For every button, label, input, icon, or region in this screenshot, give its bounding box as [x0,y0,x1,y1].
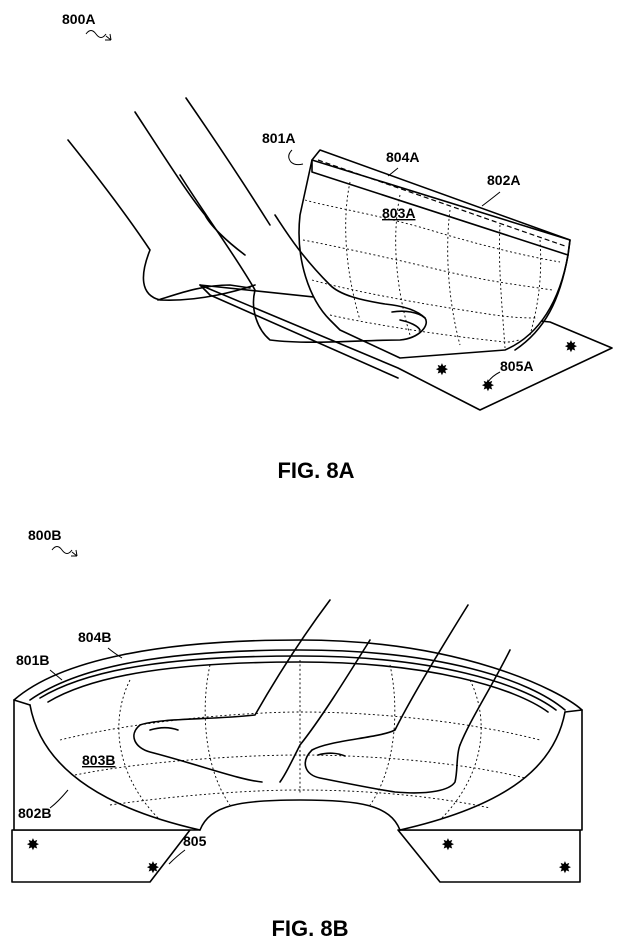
bowl-corners [13,699,583,713]
leader-801b [49,669,63,681]
svg-text:✸: ✸ [435,362,448,379]
label-804b: 804B [78,629,111,645]
cradle-outer-edge [514,254,569,351]
ref-800a: 800A [62,11,95,27]
star-icons-805a: ✸ ✸ ✸ [435,339,577,395]
svg-text:✸: ✸ [558,860,571,877]
bowl-inner-left [29,704,201,831]
strip-804a [317,159,566,247]
ref-800a-arrow [105,33,112,41]
label-804a: 804A [386,149,419,165]
label-803b: 803B [82,752,115,768]
label-801a: 801A [262,130,295,146]
caption-fig-8a: FIG. 8A [277,458,354,483]
ref-800b: 800B [28,527,61,543]
label-802a: 802A [487,172,520,188]
leader-804b [107,647,123,659]
rim-band-801b [29,649,566,711]
leader-805 [168,849,186,865]
bowl-body-802b [13,639,583,831]
figure-8a: 800A [62,11,613,483]
ref-800b-squiggle [51,546,73,554]
svg-text:✸: ✸ [481,378,494,395]
ref-800b-arrow [71,549,78,557]
base-plate-edge [199,284,399,379]
leader-805a [487,371,501,383]
label-802b: 802B [18,805,51,821]
figure-8b: 800B [11,527,583,941]
star-icons-805: ✸ ✸ ✸ ✸ [26,837,571,877]
legs-figure-8a [67,97,427,344]
base-right [397,829,581,883]
legs-figure-8b [133,599,511,794]
leader-802b [49,789,69,809]
bowl-inner-right [399,711,566,831]
svg-text:✸: ✸ [441,837,454,854]
rim-band-inner-line [39,655,557,711]
label-805a: 805A [500,358,533,374]
leader-802a [481,191,501,207]
surface-grid-803a [302,181,561,349]
svg-text:✸: ✸ [26,837,39,854]
svg-text:✸: ✸ [146,860,159,877]
caption-fig-8b: FIG. 8B [271,916,348,941]
label-803a: 803A [382,205,415,221]
ref-800a-squiggle [85,30,107,38]
leader-801a [288,149,304,166]
strip-804b [47,661,549,713]
leader-804a [387,167,399,177]
svg-text:✸: ✸ [564,339,577,356]
label-801b: 801B [16,652,49,668]
label-805: 805 [183,833,207,849]
